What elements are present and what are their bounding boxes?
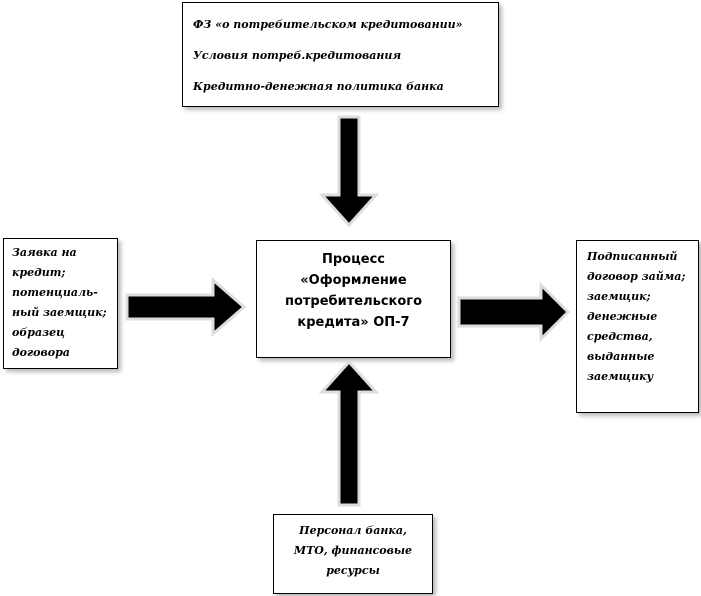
- mechanism-text: Персонал банка,: [299, 524, 407, 537]
- control-text: Кредитно-денежная политика банка: [193, 80, 444, 93]
- control-text: ФЗ «о потребительском кредитовании»: [193, 18, 463, 31]
- mechanism-text: МТО, финансовые: [293, 544, 413, 557]
- process-text: Процесс: [322, 252, 385, 267]
- mechanisms-box: Персонал банка, МТО, финансовые ресурсы: [273, 514, 433, 594]
- mechanism-text: ресурсы: [326, 564, 380, 577]
- output-text: договор займа;: [587, 270, 686, 283]
- output-text: заемщику: [587, 370, 654, 383]
- input-text: ный заемщик;: [12, 306, 107, 319]
- inputs-box: Заявка на кредит; потенциаль- ный заемщи…: [3, 238, 118, 369]
- input-text: Заявка на: [12, 246, 77, 259]
- input-text: образец: [12, 326, 65, 339]
- output-text: денежные: [587, 310, 658, 323]
- input-text: потенциаль-: [12, 286, 98, 299]
- output-text: средства,: [587, 330, 653, 343]
- process-box: Процесс «Оформление потребительского кре…: [256, 240, 451, 358]
- controls-box: ФЗ «о потребительском кредитовании» Усло…: [182, 2, 499, 107]
- process-text: «Оформление: [300, 273, 407, 288]
- process-text: кредита» ОП-7: [297, 315, 410, 330]
- output-text: заемщик;: [587, 290, 651, 303]
- arrow-down-icon: [318, 115, 380, 228]
- input-text: договора: [12, 346, 70, 359]
- control-text: Условия потреб.кредитования: [193, 49, 402, 62]
- output-text: Подписанный: [587, 250, 678, 263]
- process-text: потребительского: [284, 294, 423, 309]
- output-text: выданные: [587, 350, 655, 363]
- arrow-up-icon: [318, 359, 380, 507]
- outputs-box: Подписанный договор займа; заемщик; дене…: [576, 240, 699, 413]
- arrow-right-icon: [457, 281, 571, 343]
- arrow-right-icon: [125, 276, 247, 338]
- input-text: кредит;: [12, 266, 66, 279]
